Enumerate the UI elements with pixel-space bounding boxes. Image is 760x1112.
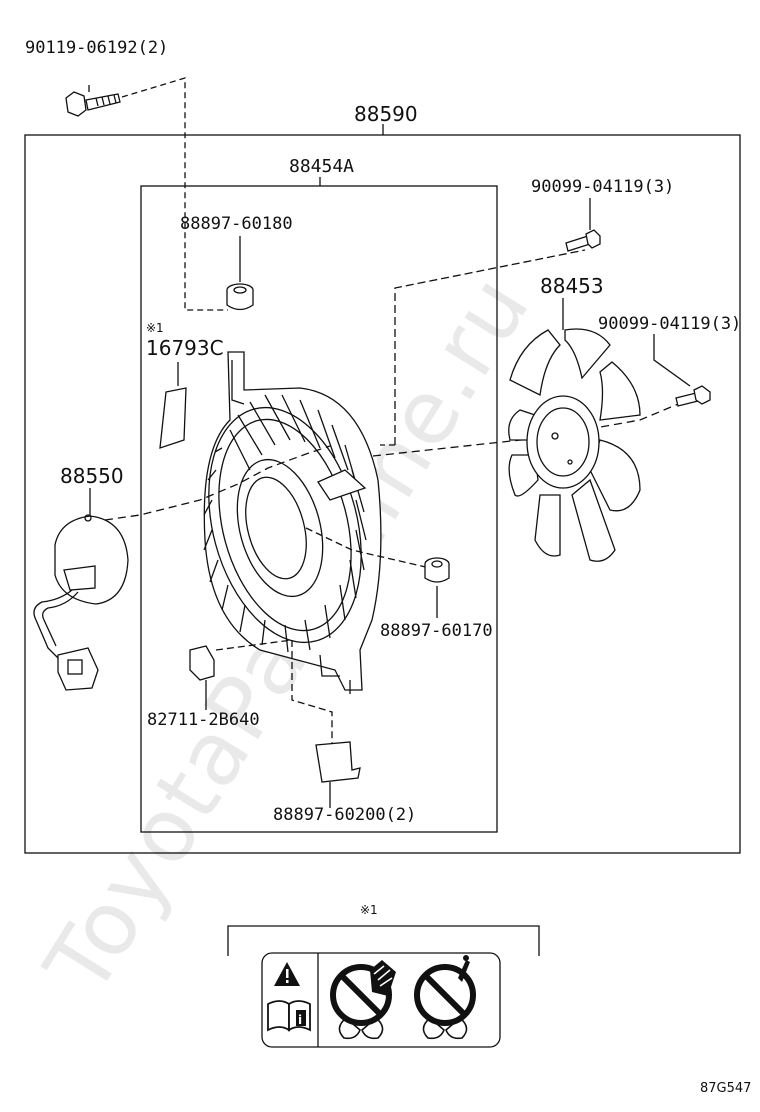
- clip-drawing: [189, 645, 215, 681]
- label-motor: 88550: [60, 464, 124, 488]
- fan-drawing: [508, 328, 641, 562]
- label-note-marker: ※1: [146, 321, 164, 335]
- clamp-drawing: [315, 741, 361, 783]
- label-fan-bolt-lower: 90099-04119(3): [598, 314, 742, 334]
- fan-shroud-drawing: [203, 351, 382, 694]
- legend-note-marker: ※1: [360, 903, 378, 917]
- label-clip: 82711-2B640: [147, 710, 260, 730]
- grommet-right-drawing: [424, 557, 450, 583]
- label-clamp: 88897-60200(2): [273, 805, 417, 825]
- grommet-top-drawing: [226, 283, 254, 311]
- label-grommet-top: 88897-60180: [180, 214, 293, 234]
- motor-drawing: [33, 514, 129, 691]
- label-fan: 88453: [540, 274, 604, 298]
- fan-bolt-upper-drawing: [565, 229, 601, 252]
- label-fan-bolt-upper: 90099-04119(3): [531, 177, 675, 197]
- fan-bolt-lower-drawing: [675, 385, 711, 407]
- svg-text:i: i: [298, 1013, 302, 1027]
- label-assembly: 88590: [354, 102, 418, 126]
- label-caution-label: 16793C: [146, 336, 224, 360]
- warning-label-bracket: [227, 925, 540, 956]
- shroud-frame: [140, 185, 498, 833]
- figure-code: 87G547: [700, 1081, 752, 1096]
- label-grommet-right: 88897-60170: [380, 621, 493, 641]
- label-shroud: 88454A: [289, 156, 355, 177]
- caution-label-drawing: [159, 387, 187, 449]
- bolt-top-drawing: [65, 91, 121, 117]
- label-bolt-top: 90119-06192(2): [25, 38, 169, 58]
